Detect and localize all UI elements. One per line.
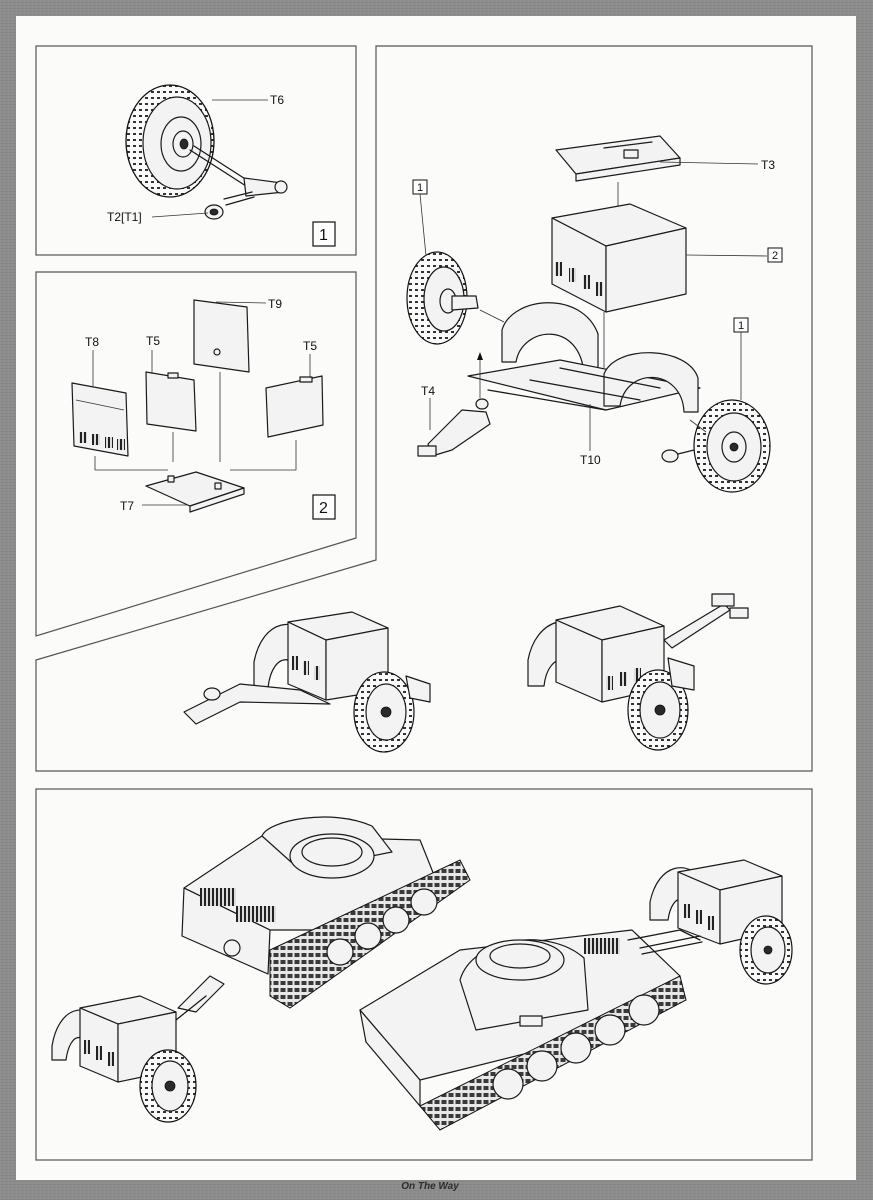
ref1-left-number: 1 [417, 182, 423, 194]
ref2-box [767, 247, 783, 263]
t4-drawbar [417, 352, 491, 457]
t4-label: T4 [421, 384, 435, 398]
trailer-lower-left [51, 975, 225, 1123]
t5-left-panel [145, 371, 197, 432]
t8-label: T8 [85, 335, 99, 349]
completed-trailer-right [527, 593, 749, 751]
t6-wheel [125, 84, 215, 198]
ref1-right-number: 1 [738, 320, 744, 332]
t9-leader [215, 301, 267, 304]
step2-number: 2 [319, 500, 328, 517]
t2t1-label: T2[T1] [107, 210, 142, 224]
t10-label: T10 [580, 453, 601, 467]
t2-axle-arm [189, 145, 288, 220]
t9-panel [193, 299, 250, 373]
t7-label: T7 [120, 499, 134, 513]
step1-number-box [312, 221, 336, 247]
footer-brand-text: On The Way [401, 1181, 459, 1192]
tank-rear-view [181, 816, 471, 1009]
ref1-left-leader [419, 193, 427, 257]
step1-frame [35, 45, 357, 256]
box-assembly [551, 203, 687, 313]
final-frame [35, 788, 813, 1161]
right-wheel [661, 399, 771, 493]
step2-number-box [312, 494, 336, 520]
step3-panel: T3 2 T10 [35, 45, 813, 772]
ref2-leader [685, 254, 768, 257]
t9-label: T9 [268, 297, 282, 311]
t6-label: T6 [270, 93, 284, 107]
step2-panel: T8 T5 T9 T5 [35, 271, 357, 637]
t5-left-label: T5 [146, 334, 160, 348]
t3-leader [659, 161, 759, 165]
t5r-guide [230, 440, 297, 471]
step2-frame [35, 271, 357, 637]
t5-right-label: T5 [303, 339, 317, 353]
t2-leader [151, 212, 209, 218]
trailer-right [639, 859, 793, 985]
t7-base [145, 471, 245, 513]
footer-brand: On The Way [330, 1176, 530, 1196]
completed-trailer-left [183, 611, 431, 753]
t8-panel [71, 382, 129, 457]
tank-front-view [359, 929, 701, 1131]
t3-lid [555, 135, 681, 182]
step3-frame [35, 45, 813, 772]
left-wheel [406, 251, 505, 345]
step1-number: 1 [319, 227, 328, 244]
step1-panel: T6 T2[T1] 1 [35, 45, 357, 256]
t3-label: T3 [761, 158, 775, 172]
t10-chassis [467, 302, 701, 413]
ref2-number: 2 [772, 250, 778, 262]
t8-guide [94, 456, 168, 471]
final-assembly-panel [35, 788, 813, 1161]
t5-right-panel [265, 375, 324, 438]
